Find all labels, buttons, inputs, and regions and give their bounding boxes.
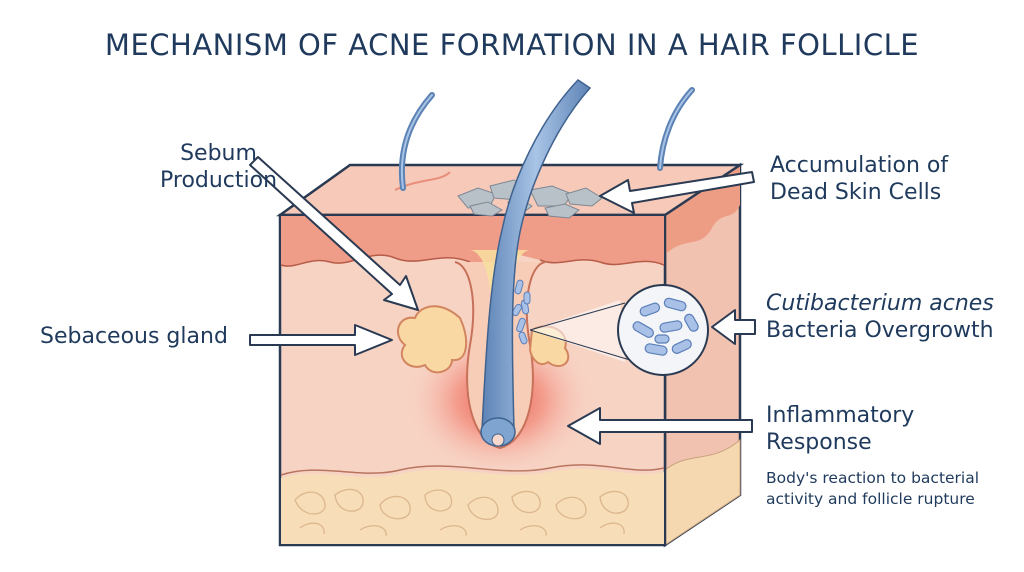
label-sebaceous-gland: Sebaceous gland bbox=[40, 324, 228, 349]
label-sebum-production: Sebum Production bbox=[160, 141, 278, 193]
bacteria-arrow bbox=[711, 309, 756, 345]
bacteria-cluster bbox=[512, 279, 531, 345]
label-inflammatory-response: Inflammatory Response bbox=[766, 403, 915, 455]
hair-strands bbox=[398, 79, 695, 447]
sebaceous-arrow bbox=[249, 324, 393, 356]
sebaceous-gland bbox=[396, 305, 468, 374]
dead-skin-cells bbox=[457, 179, 603, 219]
inflammatory-arrow bbox=[567, 407, 753, 445]
label-bacteria: Cutibacterium acnes Bacteria Overgrowth bbox=[766, 291, 994, 343]
bacteria-zoom-bubble bbox=[529, 284, 709, 376]
label-dead-skin-cells: Accumulation of Dead Skin Cells bbox=[770, 153, 949, 205]
inflammatory-note: Body's reaction to bacterial activity an… bbox=[766, 469, 980, 508]
sebum-arrow bbox=[249, 156, 419, 311]
dead-skin-arrow bbox=[599, 171, 755, 214]
page-title: MECHANISM OF ACNE FORMATION IN A HAIR FO… bbox=[104, 28, 920, 62]
